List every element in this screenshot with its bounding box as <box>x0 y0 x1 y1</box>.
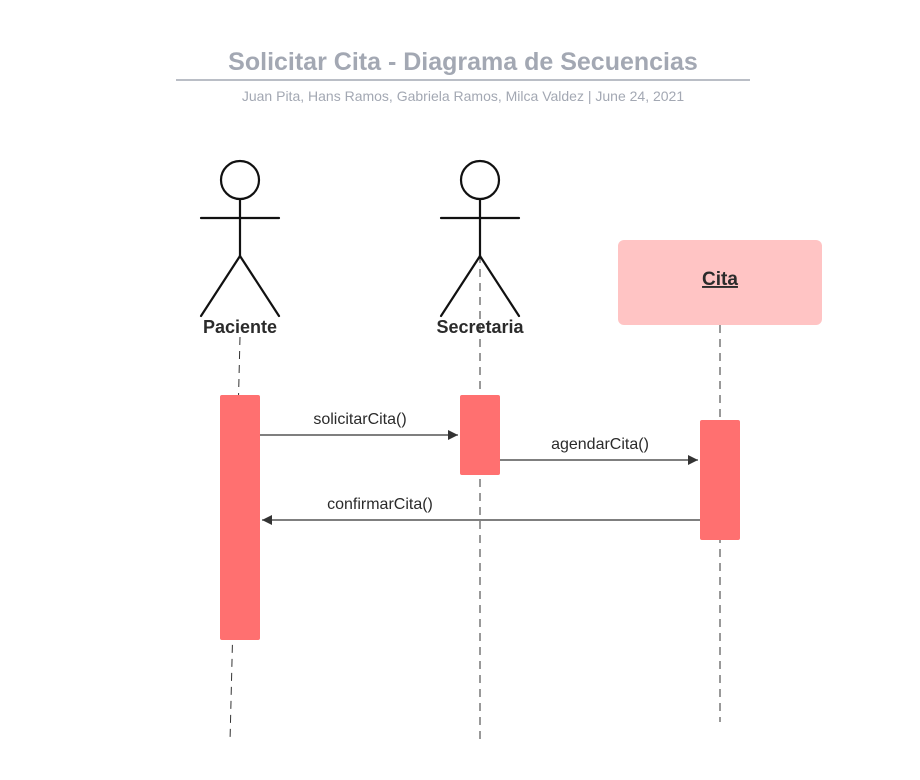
actor-label-paciente: Paciente <box>203 317 277 337</box>
object-label-cita: Cita <box>702 269 738 290</box>
message-label: solicitarCita() <box>313 411 406 428</box>
activation-bar-paciente <box>220 395 260 640</box>
actor-secretaria[interactable]: Secretaria <box>436 159 525 337</box>
actor-paciente[interactable]: Paciente <box>199 159 281 337</box>
actor-label-secretaria: Secretaria <box>436 317 524 337</box>
message-agendar-cita[interactable]: agendarCita() <box>500 436 698 465</box>
message-label: confirmarCita() <box>327 496 433 513</box>
message-label: agendarCita() <box>551 436 649 453</box>
activation-bar-cita <box>700 420 740 540</box>
message-solicitar-cita[interactable]: solicitarCita() <box>260 411 458 440</box>
diagram-title: Solicitar Cita - Diagrama de Secuencias <box>228 48 698 76</box>
message-confirmar-cita[interactable]: confirmarCita() <box>262 496 700 525</box>
stick-figure-icon <box>199 159 281 318</box>
activation-bar-secretaria <box>460 395 500 475</box>
object-cita[interactable]: Cita <box>618 240 822 325</box>
object-box <box>618 240 822 325</box>
stick-figure-icon <box>439 159 521 318</box>
diagram-subtitle: Juan Pita, Hans Ramos, Gabriela Ramos, M… <box>242 88 684 104</box>
